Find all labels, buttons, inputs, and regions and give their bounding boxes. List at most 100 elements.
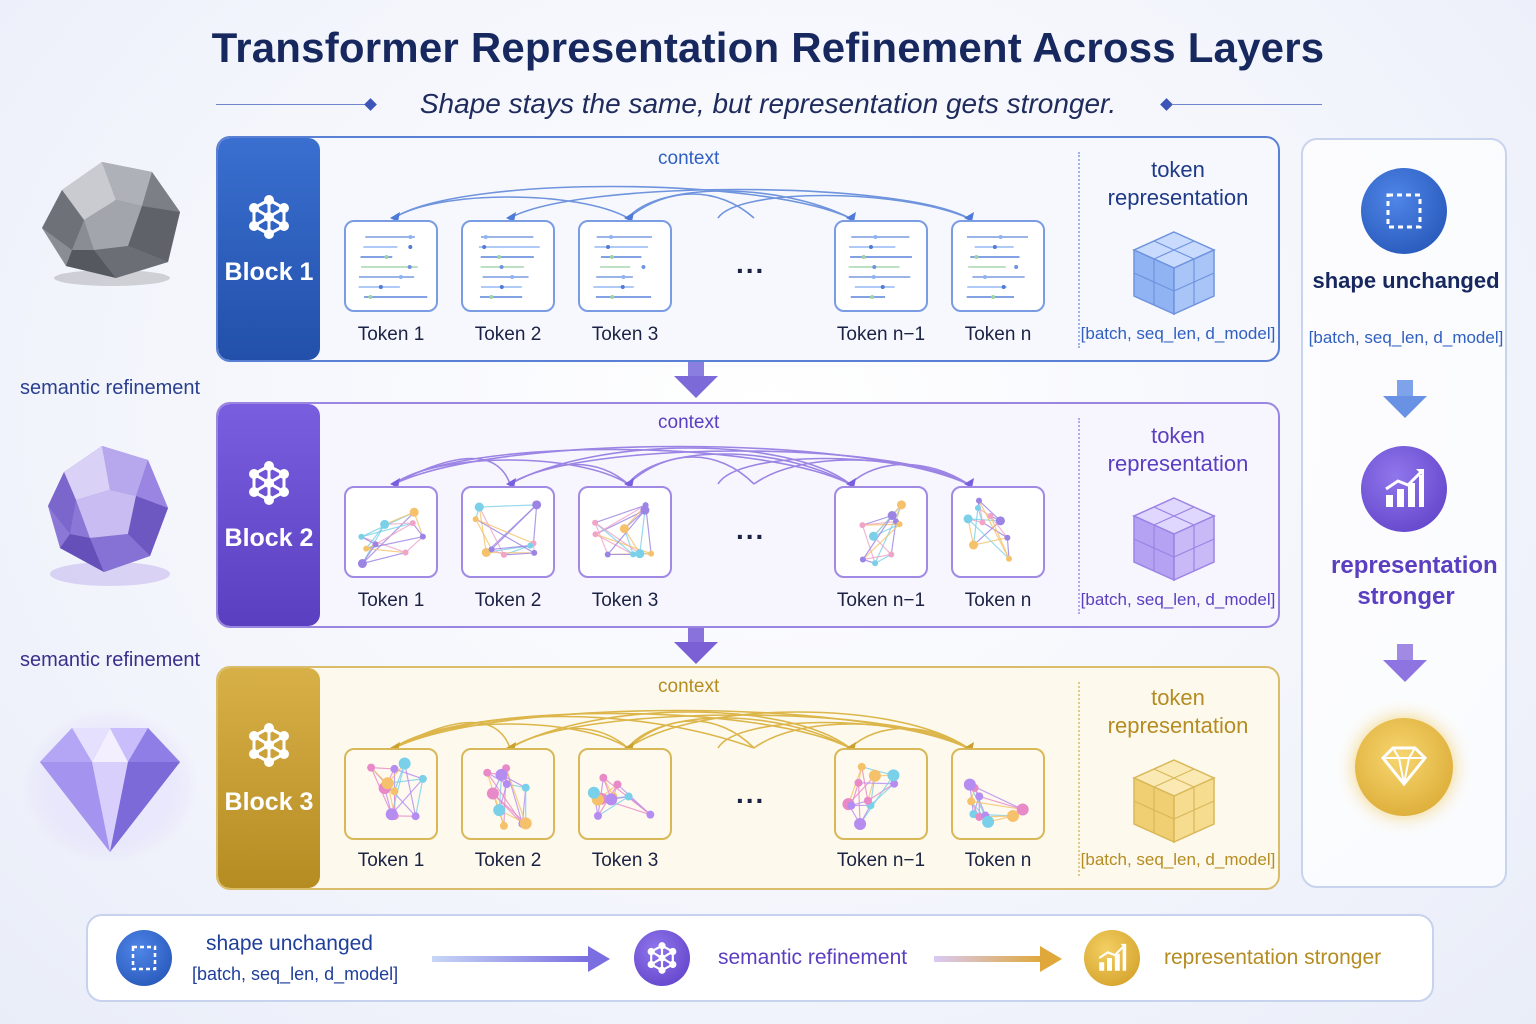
- token-embedding-graphic: [367, 757, 427, 821]
- network-icon: [647, 942, 677, 974]
- token-embedding-graphic: [963, 497, 1013, 562]
- token-embedding-graphic: [966, 235, 1028, 299]
- representation-stronger-circle: [1361, 446, 1447, 532]
- block-3-ellipsis: ...: [736, 778, 766, 809]
- block-1-token-label-2: Token 2: [474, 324, 542, 345]
- block-3-token-label-4: Token n−1: [836, 850, 926, 871]
- block-2-token-label-5: Token n: [964, 590, 1032, 611]
- block1-to-block2-arrow: [674, 360, 718, 398]
- subtitle-rule-left: [216, 104, 366, 105]
- block-2-ellipsis: ...: [736, 514, 766, 545]
- shape-unchanged-circle: [1361, 168, 1447, 254]
- block-1-token-label-4: Token n−1: [836, 324, 926, 345]
- token-embedding-graphic: [478, 235, 540, 299]
- block-3: Block 3 context ... Token 1 Token 2 Toke…: [216, 666, 1280, 890]
- token-embedding-graphic: [593, 235, 652, 299]
- bottom-semantic-refinement-label: semantic refinement: [718, 946, 908, 969]
- bottom-network-circle: [634, 930, 690, 986]
- block-1-token-label-3: Token 3: [591, 324, 659, 345]
- block-2-token-label-3: Token 3: [591, 590, 659, 611]
- block-2-token-card-3: [578, 486, 672, 578]
- right-down-arrow-1: [1383, 380, 1427, 418]
- token-embedding-graphic: [472, 500, 542, 558]
- block-3-token-card-3: [578, 748, 672, 840]
- right-shape-unchanged-label: shape unchanged: [1312, 268, 1500, 293]
- block-2-context-label: context: [658, 412, 720, 433]
- semantic-refinement-label-1: semantic refinement: [19, 377, 201, 399]
- block-2-representation-label: token representation: [1107, 423, 1249, 476]
- block-1-token-card-1: [344, 220, 438, 312]
- right-representation-stronger-label: representation stronger: [1331, 552, 1498, 610]
- block-3-token-card-2: [461, 748, 555, 840]
- block-3-attention-arcs: [390, 709, 974, 752]
- growth-chart-icon: [1385, 469, 1424, 507]
- block-3-token-label-3: Token 3: [591, 850, 659, 871]
- block-2-attention-arcs: [390, 445, 974, 488]
- block-3-shape-label: [batch, seq_len, d_model]: [1080, 850, 1276, 869]
- block-2-token-label-2: Token 2: [474, 590, 542, 611]
- block-2-token-card-1: [344, 486, 438, 578]
- diamond-icon: [22, 708, 198, 864]
- block-1-token-card-5: [951, 220, 1045, 312]
- gold-gem-circle: [1355, 718, 1453, 816]
- token-embedding-graphic: [842, 762, 900, 831]
- bottom-shape-label: [batch, seq_len, d_model]: [192, 964, 399, 984]
- block-1-representation-label: token representation: [1107, 157, 1249, 210]
- semantic-refinement-label-2: semantic refinement: [19, 649, 201, 671]
- block-3-token-label-1: Token 1: [357, 850, 425, 871]
- block-2-label: Block 2: [224, 524, 314, 552]
- block-3-token-label-5: Token n: [964, 850, 1032, 871]
- block-1-token-label-1: Token 1: [357, 324, 425, 345]
- block-2-tab: Block 2: [218, 404, 320, 626]
- block-3-representation-label: token representation: [1107, 685, 1249, 738]
- block-1-token-card-4: [834, 220, 928, 312]
- block-3-tab: Block 3: [218, 668, 320, 888]
- block-1-tab: Block 1: [218, 138, 320, 360]
- block-2-token-card-4: [834, 486, 928, 578]
- bottom-arrow-2: [934, 946, 1062, 972]
- token-embedding-graphic: [358, 235, 428, 299]
- block-1-cube-icon: [1132, 231, 1216, 316]
- rock-icon: [42, 162, 180, 286]
- bottom-representation-stronger-label: representation stronger: [1164, 946, 1382, 969]
- block-2-token-card-5: [951, 486, 1045, 578]
- token-embedding-graphic: [587, 773, 655, 820]
- token-embedding-graphic: [859, 500, 906, 567]
- block-1-token-card-3: [578, 220, 672, 312]
- subtitle-area: Shape stays the same, but representation…: [0, 84, 1536, 128]
- token-embedding-graphic: [848, 235, 912, 299]
- growth-chart-icon: [1098, 943, 1127, 971]
- crystal-icon: [48, 446, 170, 586]
- block-1-context-label: context: [658, 148, 720, 169]
- block-3-context-label: context: [658, 676, 720, 697]
- block-2: Block 2 context ... Token 1 Token 2 Toke…: [216, 402, 1280, 628]
- block-1-label: Block 1: [224, 258, 314, 286]
- block-3-divider: [1078, 682, 1080, 876]
- block-1: Block 1 context ... Token 1 Token 2 Toke…: [216, 136, 1280, 362]
- bottom-shape-unchanged-label: shape unchanged: [206, 932, 373, 955]
- block-1-ellipsis: ...: [736, 248, 766, 279]
- right-shape-label: [batch, seq_len, d_model]: [1308, 328, 1504, 347]
- subtitle: Shape stays the same, but representation…: [419, 88, 1117, 119]
- block-3-token-label-2: Token 2: [474, 850, 542, 871]
- block-3-cube-icon: [1132, 759, 1216, 844]
- token-embedding-graphic: [963, 778, 1029, 828]
- block-3-token-card-5: [951, 748, 1045, 840]
- bottom-arrow-1: [432, 946, 610, 972]
- block-2-token-card-2: [461, 486, 555, 578]
- subtitle-rule-right: [1172, 104, 1322, 105]
- block2-to-block3-arrow: [674, 626, 718, 664]
- bottom-shape-circle: [116, 930, 172, 986]
- bottom-growth-circle: [1084, 930, 1140, 986]
- network-icon: [249, 723, 289, 767]
- block-3-token-card-1: [344, 748, 438, 840]
- right-summary-panel: shape unchanged [batch, seq_len, d_model…: [1301, 138, 1507, 888]
- block-2-token-label-1: Token 1: [357, 590, 425, 611]
- network-icon: [249, 461, 289, 505]
- block-1-divider: [1078, 152, 1080, 348]
- right-down-arrow-2: [1383, 644, 1427, 682]
- block-2-cube-icon: [1132, 497, 1216, 582]
- bottom-summary-bar: shape unchanged [batch, seq_len, d_model…: [86, 914, 1434, 1002]
- token-embedding-graphic: [483, 764, 532, 830]
- dashed-square-icon: [1386, 193, 1422, 229]
